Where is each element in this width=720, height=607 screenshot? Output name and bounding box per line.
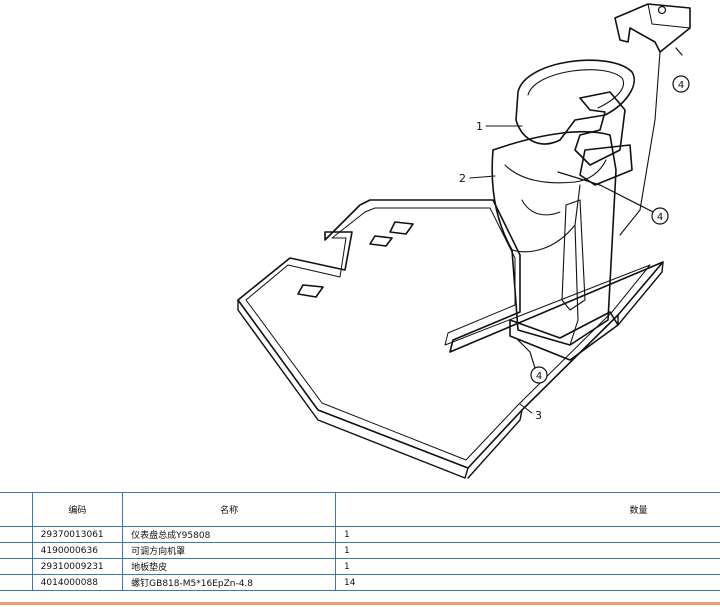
table-header-row: 编码 名称 数量	[0, 492, 720, 527]
row-qty-cell: 14	[335, 574, 720, 591]
row-code-cell: 4014000088	[31, 574, 124, 591]
exploded-parts-diagram: 1 2 3 4 4 4	[237, 3, 691, 479]
row-qty-cell: 1	[335, 526, 720, 543]
row-name-cell: 螺钉GB818-M5*16EpZn-4.8	[122, 574, 336, 591]
callout-4-middle: 4	[651, 207, 669, 225]
table-row: 29310009231 地板垫皮 1	[0, 558, 720, 575]
callout-2: 2	[459, 172, 466, 185]
row-index-cell	[0, 526, 33, 543]
row-code-cell: 29370013061	[31, 526, 124, 543]
callout-4-top: 4	[672, 75, 690, 93]
table-row: 4014000088 螺钉GB818-M5*16EpZn-4.8 14	[0, 574, 720, 591]
screw-parts	[517, 47, 683, 369]
table-row: 4190000636 可调方向机罩 1	[0, 542, 720, 559]
row-code-cell: 4190000636	[31, 542, 124, 559]
table-row: 29370013061 仪表盘总成Y95808 1	[0, 526, 720, 543]
leader-lines	[469, 125, 533, 414]
row-qty-cell: 1	[335, 542, 720, 559]
row-name-cell: 地板垫皮	[122, 558, 336, 575]
row-code-cell: 29310009231	[31, 558, 124, 575]
header-code: 编码	[31, 492, 124, 527]
callout-labels: 1 2 3	[459, 120, 542, 422]
row-name-cell: 仪表盘总成Y95808	[122, 526, 336, 543]
row-name-cell: 可调方向机罩	[122, 542, 336, 559]
parts-table: 编码 名称 数量 29370013061 仪表盘总成Y95808 1 41900…	[0, 492, 720, 591]
steering-column-cover-part	[491, 130, 619, 361]
footer-divider	[0, 602, 720, 605]
mounting-bracket-part	[614, 3, 691, 236]
callout-4-bottom: 4	[530, 366, 548, 384]
row-index-cell	[0, 558, 33, 575]
header-qty: 数量	[335, 492, 720, 527]
callout-3: 3	[535, 409, 542, 422]
callout-1: 1	[476, 120, 483, 133]
callout-4-bottom-label: 4	[536, 371, 542, 382]
header-index	[0, 492, 33, 527]
header-name: 名称	[122, 492, 336, 527]
row-index-cell	[0, 574, 33, 591]
instrument-panel-part	[515, 59, 635, 186]
callout-4-top-label: 4	[678, 80, 684, 91]
row-index-cell	[0, 542, 33, 559]
callout-4-middle-label: 4	[657, 212, 663, 223]
row-qty-cell: 1	[335, 558, 720, 575]
